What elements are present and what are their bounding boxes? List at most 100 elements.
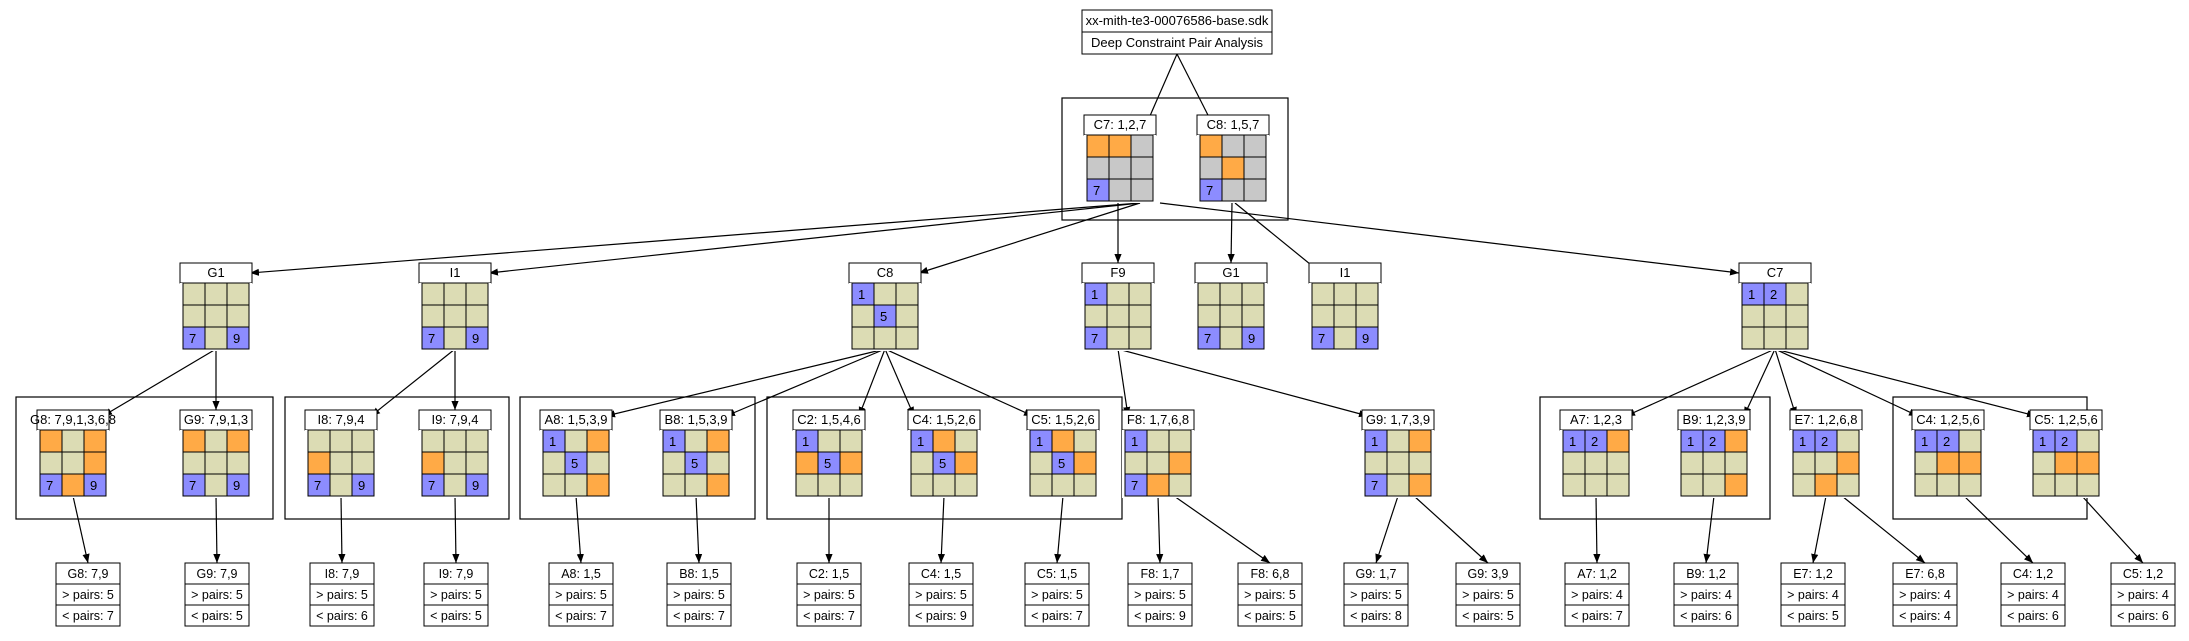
leaf-title: C2: 1,5 xyxy=(809,567,849,581)
grid-cell xyxy=(1146,451,1170,475)
leaf-gt: > pairs: 5 xyxy=(1031,588,1083,602)
grid-cell xyxy=(1219,326,1243,350)
grid-cell xyxy=(1073,429,1097,453)
grid-cell xyxy=(1108,178,1132,202)
grid-node-label: I1 xyxy=(1340,265,1351,280)
grid-cell xyxy=(1333,326,1357,350)
leaf-gt: > pairs: 5 xyxy=(1462,588,1514,602)
grid-node-label: F9 xyxy=(1110,265,1125,280)
leaf-title: G9: 1,7 xyxy=(1356,567,1397,581)
leaf-gt: > pairs: 4 xyxy=(1680,588,1732,602)
leaf-lt: < pairs: 9 xyxy=(1134,609,1186,623)
grid-cell xyxy=(1562,451,1586,475)
grid-node-f8: F8: 1,7,6,817 xyxy=(1121,409,1195,498)
edge-arrow xyxy=(695,495,703,564)
grid-cell xyxy=(1914,451,1938,475)
leaf-node-l_g9a: G9: 1,7> pairs: 5< pairs: 8 xyxy=(1343,562,1409,627)
grid-cell-digit: 2 xyxy=(1943,434,1950,449)
leaf-lt: < pairs: 6 xyxy=(316,609,368,623)
root-subtitle: Deep Constraint Pair Analysis xyxy=(1091,35,1263,50)
leaf-node-l_g9c: G9: 3,9> pairs: 5< pairs: 5 xyxy=(1455,562,1521,627)
grid-cell xyxy=(1219,304,1243,328)
edge-arrow xyxy=(884,348,915,417)
edge-arrow xyxy=(725,348,886,417)
edge-arrow xyxy=(249,202,1141,276)
grid-cell-digit: 1 xyxy=(917,434,924,449)
grid-cell-digit: 1 xyxy=(1799,434,1806,449)
grid-cell xyxy=(1241,282,1265,306)
grid-cell xyxy=(1958,451,1982,475)
grid-cell xyxy=(443,326,467,350)
grid-cell xyxy=(895,304,919,328)
leaf-lt: < pairs: 7 xyxy=(62,609,114,623)
grid-cell xyxy=(954,429,978,453)
grid-node-label: G1 xyxy=(207,265,224,280)
grid-cell xyxy=(182,282,206,306)
grid-cell-digit: 1 xyxy=(549,434,556,449)
edge-arrow xyxy=(858,348,886,417)
edge-arrow xyxy=(1703,495,1715,564)
leaf-node-l_e7b: E7: 6,8> pairs: 4< pairs: 4 xyxy=(1892,562,1958,627)
leaf-title: B8: 1,5 xyxy=(679,567,719,581)
grid-cell xyxy=(1724,473,1748,497)
grid-cell-digit: 7 xyxy=(46,478,53,493)
grid-cell xyxy=(1197,304,1221,328)
grid-cell xyxy=(1792,473,1816,497)
grid-cell xyxy=(182,429,206,453)
edge-arrow xyxy=(1774,348,2037,418)
leaf-node-l_c5b: C5: 1,2> pairs: 4< pairs: 6 xyxy=(2110,562,2176,627)
grid-node-label: C4: 1,5,2,6 xyxy=(912,412,976,427)
leaf-gt: > pairs: 4 xyxy=(1787,588,1839,602)
grid-node-label: I8: 7,9,4 xyxy=(318,412,365,427)
grid-cell xyxy=(61,429,85,453)
edge-arrow xyxy=(937,495,945,564)
grid-cell xyxy=(1029,451,1053,475)
grid-cell xyxy=(1333,304,1357,328)
leaf-gt: > pairs: 5 xyxy=(1244,588,1296,602)
grid-cell xyxy=(1584,451,1608,475)
grid-cell xyxy=(443,304,467,328)
leaf-gt: > pairs: 4 xyxy=(1899,588,1951,602)
grid-cell xyxy=(542,451,566,475)
grid-cell xyxy=(1197,282,1221,306)
leaf-gt: > pairs: 5 xyxy=(191,588,243,602)
grid-cell-digit: 1 xyxy=(669,434,676,449)
grid-node-label: F8: 1,7,6,8 xyxy=(1127,412,1189,427)
grid-cell xyxy=(932,429,956,453)
grid-node-label: C8 xyxy=(877,265,894,280)
edge-arrow xyxy=(213,495,221,564)
edge-arrow xyxy=(1774,348,1797,417)
leaf-title: G9: 3,9 xyxy=(1468,567,1509,581)
leaf-title: I9: 7,9 xyxy=(439,567,474,581)
grid-node-c7top: C7: 1,2,77 xyxy=(1083,114,1157,203)
grid-cell xyxy=(586,429,610,453)
grid-cell xyxy=(706,451,730,475)
grid-cell xyxy=(465,451,489,475)
grid-cell-digit: 2 xyxy=(1821,434,1828,449)
grid-cell-digit: 7 xyxy=(1318,331,1325,346)
leaf-gt: > pairs: 5 xyxy=(1350,588,1402,602)
edge-arrow xyxy=(1774,348,1919,417)
grid-cell xyxy=(1106,282,1130,306)
grid-cell xyxy=(1311,282,1335,306)
leaf-title: C5: 1,5 xyxy=(1037,567,1077,581)
grid-cell xyxy=(1128,304,1152,328)
grid-cell xyxy=(1106,304,1130,328)
grid-cell xyxy=(564,429,588,453)
grid-node-label: B9: 1,2,3,9 xyxy=(1683,412,1746,427)
grid-cell xyxy=(817,473,841,497)
grid-cell xyxy=(1741,326,1765,350)
grid-cell xyxy=(182,451,206,475)
edge-arrow xyxy=(1054,495,1064,564)
grid-cell xyxy=(1108,156,1132,180)
leaf-title: G8: 7,9 xyxy=(68,567,109,581)
grid-cell xyxy=(1606,429,1630,453)
grid-cell xyxy=(1051,429,1075,453)
grid-cell-digit: 7 xyxy=(1131,478,1138,493)
